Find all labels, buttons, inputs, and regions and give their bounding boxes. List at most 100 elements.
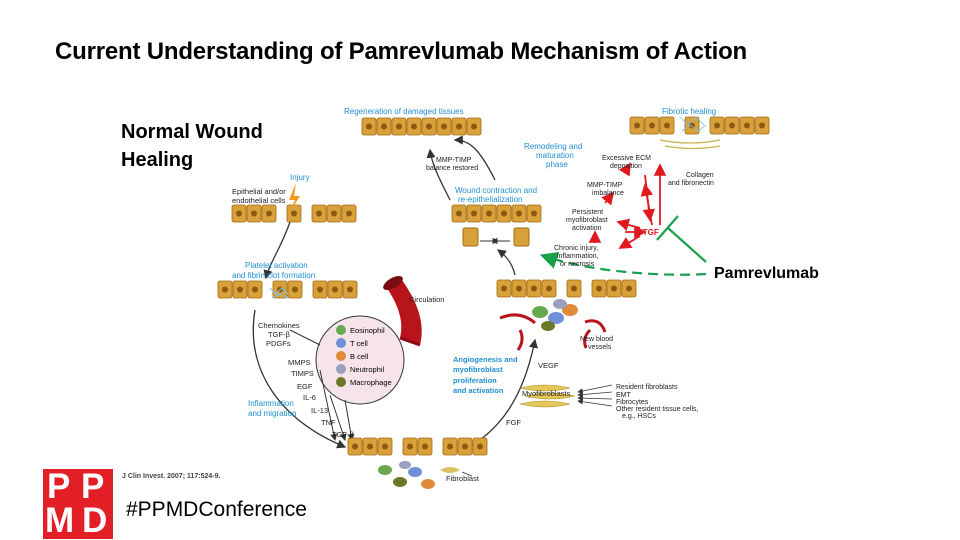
cell-nucleus <box>531 210 537 217</box>
fgf-label: FGF <box>506 418 521 427</box>
conference-hashtag: #PPMDConference <box>126 498 307 521</box>
cell-nucleus <box>316 210 322 217</box>
cell-nucleus <box>531 285 537 292</box>
new-vessels-label-1: New blood <box>580 336 613 343</box>
cell-nucleus <box>744 122 750 129</box>
platelet-row <box>217 280 358 299</box>
cell-nucleus <box>332 286 338 293</box>
chemokines-label: Chemokines <box>258 321 300 330</box>
cell-nucleus <box>477 443 483 450</box>
injury-label: Injury <box>290 173 310 182</box>
fibroblast-label: Fibroblast <box>446 474 480 483</box>
cell-nucleus <box>664 122 670 129</box>
cell-nucleus <box>266 210 272 217</box>
logo-letter-1: P <box>47 467 71 506</box>
cell-nucleus <box>571 285 577 292</box>
epithelium-top-left <box>231 204 357 223</box>
angiogenesis-label-3: proliferation <box>453 376 497 385</box>
cell-nucleus <box>407 443 413 450</box>
chronic-label-3: or necrosis <box>560 261 595 268</box>
factor-tgfb: TGF-β <box>332 430 354 439</box>
cycle-arrow-left <box>263 221 291 280</box>
ppmd-logo: P P M D <box>43 469 113 539</box>
logo-letter-3: M <box>45 501 75 540</box>
cell-nucleus <box>471 210 477 217</box>
fibrotic-mesh <box>679 116 707 132</box>
cell-nucleus <box>347 286 353 293</box>
epithelial-label-2: endothelial cells <box>232 196 286 205</box>
cell-nucleus <box>367 443 373 450</box>
inflammation-label-1: Inflammation <box>248 399 294 408</box>
circulation-label: Circulation <box>409 295 444 304</box>
cell-nucleus <box>626 285 632 292</box>
cell-nucleus <box>596 285 602 292</box>
factor-il13: IL-13 <box>311 406 328 415</box>
cell-nucleus <box>634 122 640 129</box>
factor-mmps: MMPS <box>288 358 311 367</box>
remodeling-label-2: maturation <box>536 151 574 160</box>
cell-nucleus <box>456 210 462 217</box>
pamrevlumab-label: Pamrevlumab <box>714 265 819 282</box>
cell-nucleus <box>516 285 522 292</box>
contraction-cell <box>462 227 479 247</box>
mmp-balance-label-1: MMP-TIMP <box>436 157 472 164</box>
persistent-label-1: Persistent <box>572 209 603 216</box>
persistent-label-2: myofibroblast <box>566 217 608 224</box>
collagen-fibers <box>659 139 721 150</box>
slide-title: Current Understanding of Pamrevlumab Mec… <box>55 38 748 65</box>
source-resident: Resident fibroblasts <box>616 384 678 391</box>
cell-nucleus <box>729 122 735 129</box>
normal-label-line2: Healing <box>121 149 194 171</box>
cycle-arrow-right-up <box>496 249 516 276</box>
injury-bolt-icon <box>287 183 300 216</box>
pdgfs-label: PDGFs <box>266 339 291 348</box>
cell-nucleus <box>382 443 388 450</box>
bottom-wound-cells <box>378 461 435 489</box>
remodeling-label-3: phase <box>546 160 568 169</box>
blood-vessel <box>385 280 422 345</box>
cell-nucleus <box>251 210 257 217</box>
platelet-label-2: and fibrin clot formation <box>232 271 315 280</box>
logo-letter-2: P <box>81 467 105 506</box>
new-vessels-label-2: vessels <box>588 344 612 351</box>
regeneration-row <box>361 117 482 136</box>
cell-nucleus <box>649 122 655 129</box>
wound-contraction-label-1: Wound contraction and <box>455 186 537 195</box>
factor-egf: EGF <box>297 382 313 391</box>
persistent-label-3: activation <box>572 225 602 232</box>
myofibroblasts-label: Myofibroblasts <box>522 389 571 398</box>
fibrotic-row <box>629 116 770 135</box>
factor-arrows <box>289 329 355 441</box>
cell-nucleus <box>611 285 617 292</box>
citation: J Clin Invest. 2007; 117:524-9. <box>122 473 221 480</box>
cell-nucleus <box>346 210 352 217</box>
cell-nucleus <box>222 286 228 293</box>
cell-nucleus <box>456 123 462 130</box>
source-hscs: e.g., HSCs <box>622 413 656 420</box>
right-wound-row <box>496 279 637 298</box>
cell-nucleus <box>441 123 447 130</box>
cell-nucleus <box>422 443 428 450</box>
cell-nucleus <box>462 443 468 450</box>
regeneration-label: Regeneration of damaged tissues <box>344 107 464 116</box>
cell-nucleus <box>291 210 297 217</box>
mmp-balance-label-2: balance restored <box>426 165 478 172</box>
wound-contraction-label-2: re-epithelialization <box>458 195 522 204</box>
cell-nucleus <box>236 210 242 217</box>
pamrevlumab-inhibitor <box>539 215 707 276</box>
epithelial-label-1: Epithelial and/or <box>232 187 286 196</box>
cell-nucleus <box>411 123 417 130</box>
cell-nucleus <box>331 210 337 217</box>
ctgf-label: CTGF <box>637 228 659 237</box>
collagen-label-2: and fibronectin <box>668 180 714 187</box>
cell-nucleus <box>352 443 358 450</box>
chronic-label-2: inflammation, <box>557 253 599 260</box>
cycle-arrow-to-regeneration <box>453 135 496 181</box>
angiogenesis-label-2: myofibroblast <box>453 365 503 374</box>
immune-macrophage: Macrophage <box>350 378 392 387</box>
cell-nucleus <box>396 123 402 130</box>
fibrotic-healing-label: Fibrotic healing <box>662 107 716 116</box>
cell-nucleus <box>501 210 507 217</box>
red-pathway-arrows <box>588 162 667 249</box>
